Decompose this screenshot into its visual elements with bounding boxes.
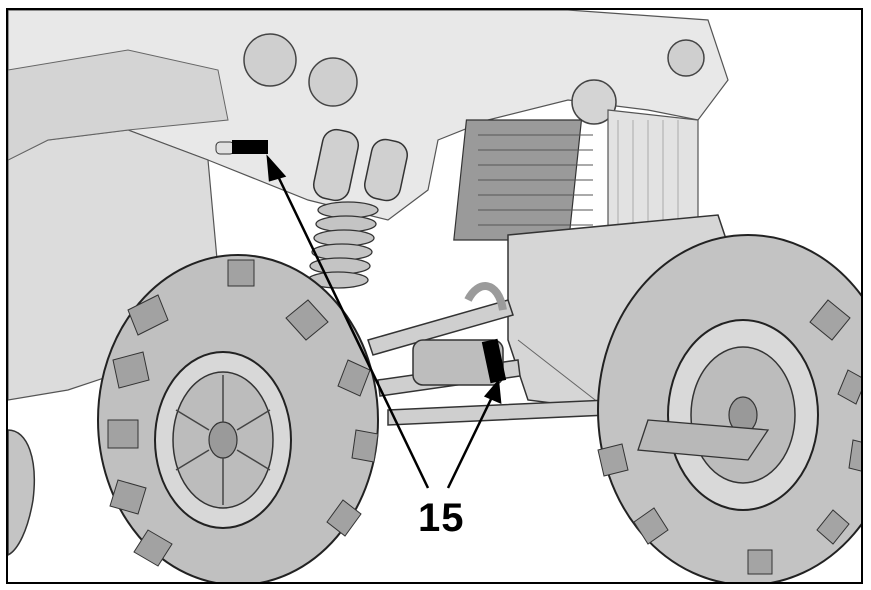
callout-label: 15 <box>418 496 465 540</box>
shock-absorber <box>307 128 408 289</box>
callout-markers <box>215 140 507 384</box>
left-front-tire <box>97 254 379 582</box>
label-patch-lower <box>481 338 507 384</box>
suspension-arms <box>367 282 609 426</box>
leader-lines <box>266 154 502 489</box>
atv-front-illustration <box>8 10 861 582</box>
vehicle-body <box>8 10 729 401</box>
right-front-tire <box>597 234 861 582</box>
figure-frame: 15 <box>6 8 863 584</box>
rear-tire-partial <box>8 429 35 556</box>
label-patch-upper <box>232 140 268 154</box>
